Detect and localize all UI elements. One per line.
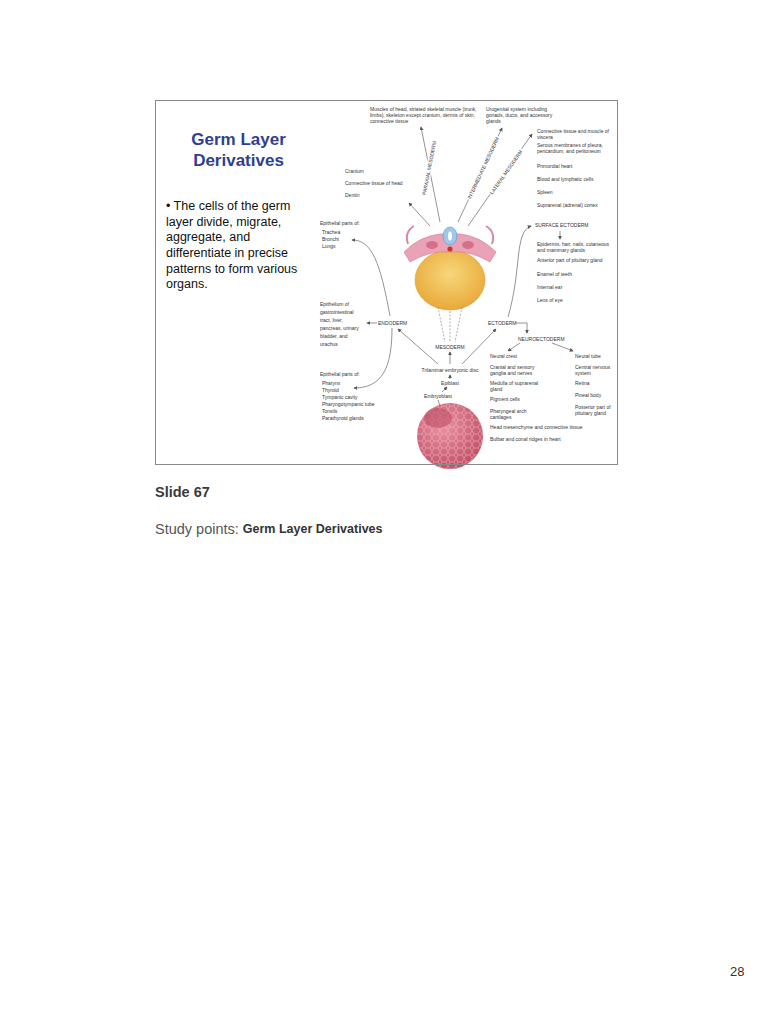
leader-lines xyxy=(352,127,573,406)
somite xyxy=(426,241,438,249)
derivative-label: Epithelium of gastrointestinal tract, li… xyxy=(320,300,364,348)
derivative-label: Primordial heart xyxy=(537,163,572,169)
derivative-label: Connective tissue and muscle of viscera xyxy=(537,128,611,140)
study-points-topic: Germ Layer Derivatives xyxy=(243,522,383,537)
derivative-label: Pineal body xyxy=(575,392,601,398)
arrow-line xyxy=(560,231,561,239)
derivative-label: Head mesenchyme and connective tissue xyxy=(490,424,610,430)
somite xyxy=(462,241,474,249)
slide-title: Germ Layer Derivatives xyxy=(171,129,306,172)
derivative-label: Tympanic cavity xyxy=(322,394,358,400)
arrow-line xyxy=(354,328,392,388)
derivative-label: Cranium xyxy=(345,168,364,174)
derivative-label: MESODERM xyxy=(435,344,464,350)
arrow-line xyxy=(552,343,573,351)
slide-panel: Germ Layer Derivatives • The cells of the… xyxy=(155,100,618,465)
derivative-label: Epiblast xyxy=(441,380,459,386)
arrow-line xyxy=(450,375,451,379)
dashed-line xyxy=(438,307,445,342)
derivative-label: Neural crest xyxy=(490,353,517,359)
arrow-line xyxy=(367,323,377,324)
derivative-label: Bronchi xyxy=(322,236,339,242)
derivative-label: Urogenital system including gonads, duct… xyxy=(486,106,556,124)
derivative-label: Medulla of suprarenal gland xyxy=(490,380,546,392)
arrow-line xyxy=(458,128,502,222)
derivative-label: Epidermis, hair, nails, cutaneous and ma… xyxy=(537,241,611,253)
dashed-line xyxy=(450,311,451,342)
neural-canal xyxy=(448,232,452,241)
derivative-label: Epithelial parts of: xyxy=(320,220,360,226)
line-label: LATERAL MESODERM xyxy=(488,148,524,196)
arrow-line xyxy=(442,387,447,392)
derivative-label: Muscles of head, striated skeletal muscl… xyxy=(370,106,482,124)
derivative-label: Pharyngeal arch cartilages xyxy=(490,408,546,420)
derivative-label: Epithelial parts of: xyxy=(320,371,360,377)
derivative-label: ENDODERM xyxy=(378,320,407,326)
embryo-cross-section xyxy=(404,226,496,310)
neural-tube-symbol xyxy=(443,227,457,245)
derivative-label: Tonsils xyxy=(322,408,337,414)
blastocyst-cells xyxy=(417,403,483,469)
derivative-label: Blood and lymphatic cells xyxy=(537,176,593,182)
derivative-label: Cranial and sensory ganglia and nerves xyxy=(490,364,546,376)
arrow-line xyxy=(352,240,390,316)
derivative-label: Thyroid xyxy=(322,387,339,393)
derivative-label: Posterior part of pituitary gland xyxy=(575,404,615,416)
derivative-label: Enamel of teeth xyxy=(537,271,572,277)
derivative-label: SURFACE ECTODERM xyxy=(535,222,589,228)
embryoblast-mass xyxy=(424,408,452,428)
derivative-label: Pharyngotympanic tube xyxy=(322,401,375,407)
amnion-fold xyxy=(486,226,493,244)
dashed-lines xyxy=(438,307,462,342)
notochord xyxy=(447,246,452,251)
derivative-label: Spleen xyxy=(537,189,553,195)
arrow-line xyxy=(516,323,527,333)
dashed-line xyxy=(455,307,462,342)
line-label: PARAXIAL MESODERM xyxy=(421,140,438,197)
derivative-label: Internal ear xyxy=(537,284,562,290)
blastocyst xyxy=(417,403,483,469)
arrow-line xyxy=(450,352,451,364)
derivative-label: Parathyroid glands xyxy=(322,415,364,421)
derivative-label: Embryoblast xyxy=(424,393,452,399)
arrow-line xyxy=(398,329,438,364)
derivative-label: ECTODERM xyxy=(488,320,517,326)
leader-line xyxy=(438,400,440,406)
derivative-label: Bulbar and conal ridges in heart xyxy=(490,436,610,442)
derivative-label: Trilaminar embryonic disc xyxy=(422,367,479,373)
derivative-label: Connective tissue of head xyxy=(345,180,403,186)
page-number: 28 xyxy=(730,964,744,980)
study-points-label: Study points: xyxy=(155,521,239,538)
derivative-label: Lungs xyxy=(322,243,336,249)
derivative-label: Central nervous system xyxy=(575,364,615,376)
slide-number: Slide 67 xyxy=(155,484,210,501)
bullet-text: • The cells of the germ layer divide, mi… xyxy=(166,199,318,293)
derivative-label: Anterior part of pituitary gland xyxy=(537,257,611,263)
amnion-fold xyxy=(407,226,414,244)
yolk-sac xyxy=(415,250,485,310)
derivative-label: NEUROECTODERM xyxy=(518,336,565,342)
arrow-line xyxy=(508,343,520,351)
derivative-label: Suprarenal (adrenal) cortex xyxy=(537,202,598,208)
derivative-label: Serous membranes of pleura, pericardium,… xyxy=(537,142,613,154)
arrow-line xyxy=(508,226,531,317)
derivative-label: Neural tube xyxy=(575,353,601,359)
derivative-label: Retina xyxy=(575,380,589,386)
arrow-line xyxy=(409,203,430,226)
derivative-label: Pigment cells xyxy=(490,396,520,402)
derivative-label: Dentin xyxy=(345,192,359,198)
derivative-label: Trachea xyxy=(322,229,340,235)
derivative-label: Lens of eye xyxy=(537,297,563,303)
derivative-label: Pharynx xyxy=(322,380,340,386)
blastocyst-sphere xyxy=(417,403,483,469)
arrow-line xyxy=(421,127,440,222)
